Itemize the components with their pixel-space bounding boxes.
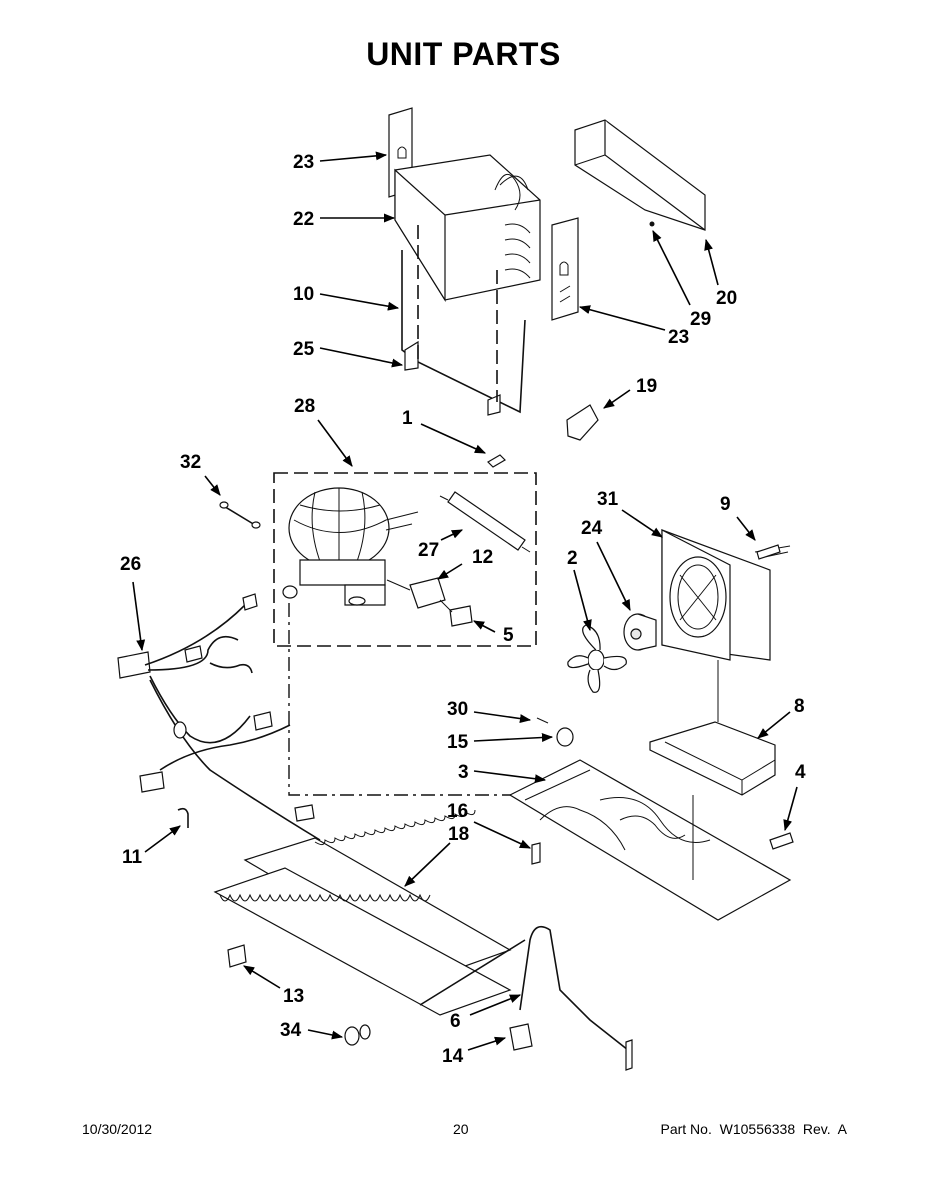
callout-23-right: 23 [668,327,689,348]
callout-labels: 23 22 10 25 20 29 23 19 28 1 32 31 9 27 … [120,152,806,1067]
callout-2: 2 [567,548,578,569]
footer-date: 10/30/2012 [82,1121,153,1137]
callout-19: 19 [636,376,657,397]
callout-29: 29 [690,309,711,330]
callout-25: 25 [293,339,315,360]
callout-28: 28 [294,396,315,417]
callout-24: 24 [581,518,603,539]
callout-27: 27 [418,540,439,561]
callout-6: 6 [450,1011,461,1032]
evaporator-assembly [388,107,706,416]
callout-26: 26 [120,554,141,575]
compressor-group [273,472,537,647]
callout-12: 12 [472,547,493,568]
page-title: UNIT PARTS [366,36,561,72]
callout-32: 32 [180,452,201,473]
callout-22: 22 [293,209,314,230]
callout-8: 8 [794,696,805,717]
callout-31: 31 [597,489,619,510]
callout-16: 16 [447,801,468,822]
fan-assembly [567,529,791,796]
callout-34: 34 [280,1020,302,1041]
callout-13: 13 [283,986,304,1007]
wiring-harness [117,501,545,841]
leader-arrows [132,151,798,1051]
callout-10: 10 [293,284,314,305]
callout-9: 9 [720,494,731,515]
callout-20: 20 [716,288,737,309]
callout-14: 14 [442,1046,464,1067]
callout-18: 18 [448,824,469,845]
callout-30: 30 [447,699,468,720]
callout-4: 4 [795,762,806,783]
callout-1: 1 [402,408,413,429]
footer-page-number: 20 [453,1121,469,1137]
base-plate [508,717,794,921]
condenser-coil [213,809,633,1071]
footer-part-number: Part No. W10556338 Rev. A [660,1121,847,1137]
small-parts [487,404,781,560]
callout-5: 5 [503,625,514,646]
callout-15: 15 [447,732,469,753]
callout-23-left: 23 [293,152,314,173]
callout-3: 3 [458,762,469,783]
callout-11: 11 [122,847,143,868]
